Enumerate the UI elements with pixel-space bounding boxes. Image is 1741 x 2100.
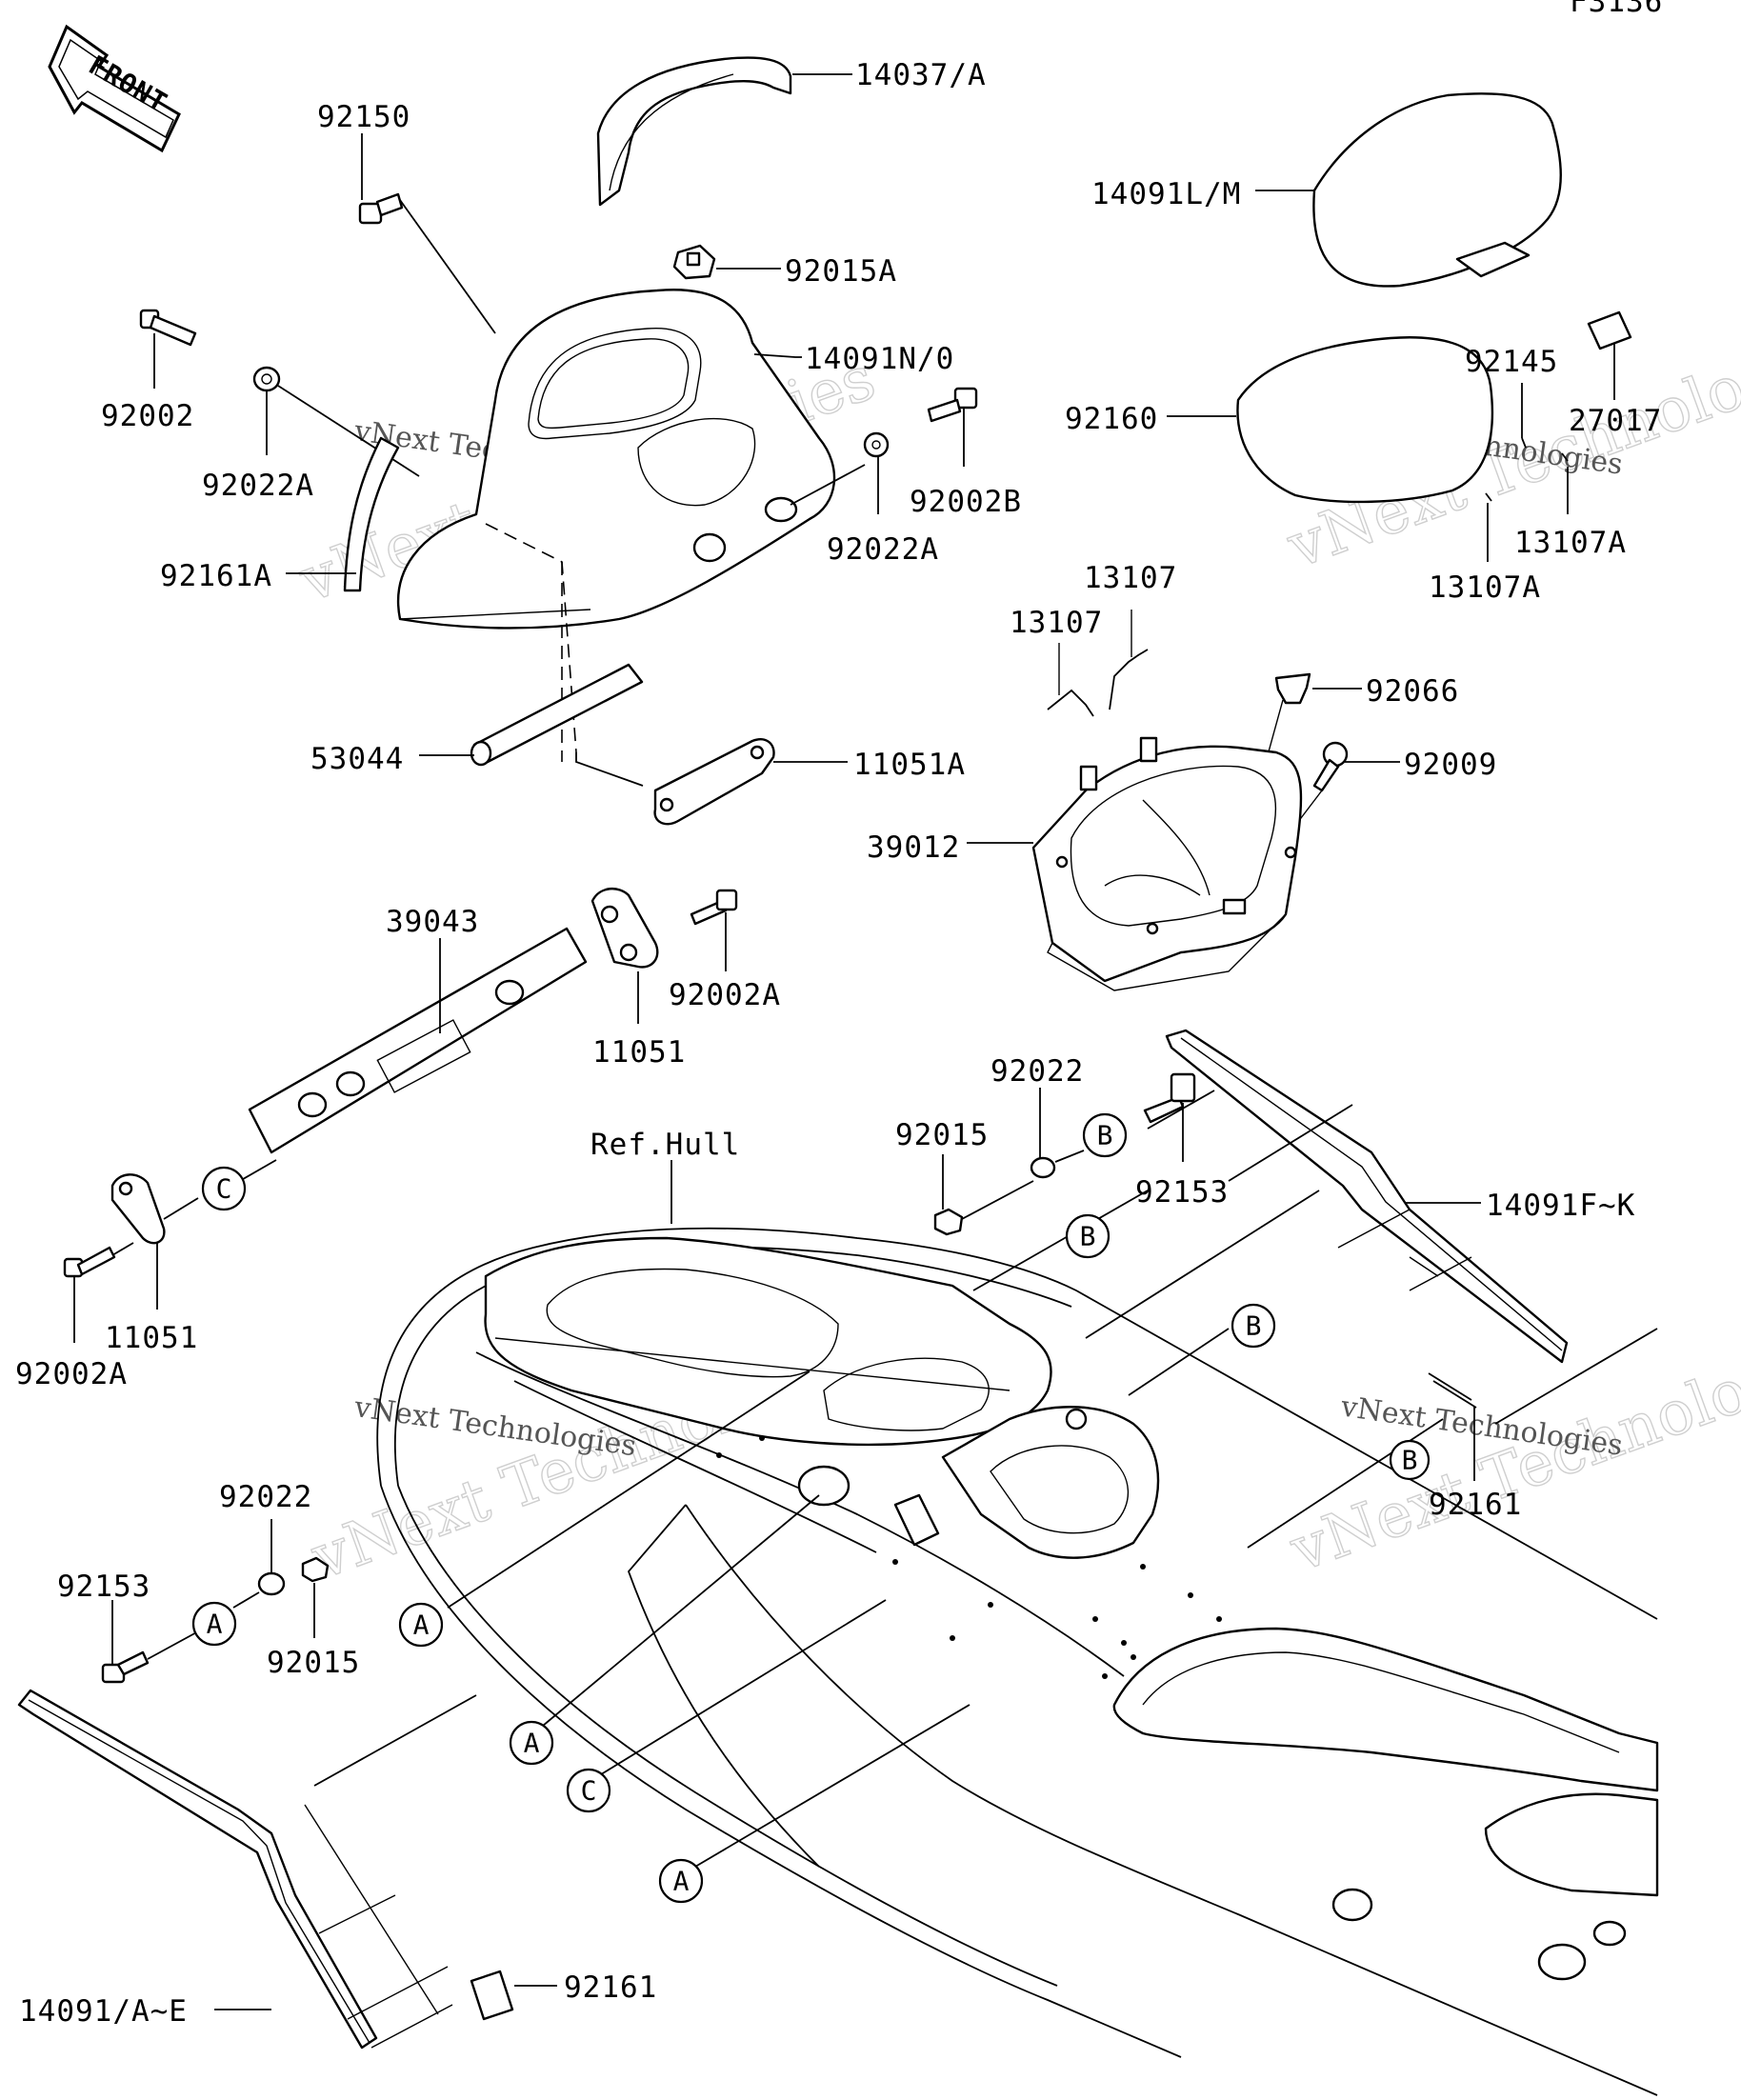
label-92150: 92150 [317, 100, 410, 134]
part-14091lm-cushion [1312, 92, 1562, 288]
part-92002a-bolt-left [63, 1242, 134, 1278]
watermark-4: vNext Technologies [1281, 1312, 1741, 1586]
svg-text:A: A [673, 1866, 690, 1897]
part-11051-plate-left [110, 1173, 199, 1245]
part-92002b-bolt [927, 387, 978, 423]
label-92066: 92066 [1366, 674, 1459, 709]
part-53044-rod [470, 663, 644, 767]
svg-text:A: A [524, 1728, 540, 1759]
part-92002a-bolt-top [690, 889, 738, 926]
leader-lines [73, 73, 1658, 2010]
part-92022-washer-low [232, 1571, 286, 1609]
label-92145: 92145 [1465, 345, 1558, 379]
label-14037a: 14037/A [855, 58, 987, 92]
part-92015-nut-mid [933, 1180, 1034, 1236]
part-92150-bolt [358, 192, 496, 334]
marker-a-hull-1: A [398, 1602, 444, 1648]
label-92022a-left: 92022A [202, 469, 314, 503]
label-53044: 53044 [310, 742, 404, 776]
svg-text:A: A [413, 1610, 430, 1641]
part-14037a-shape [596, 56, 792, 207]
part-14091ae-cover [17, 1689, 453, 2050]
label-13107-b: 13107 [1010, 606, 1103, 640]
svg-text:B: B [1080, 1221, 1096, 1252]
label-11051a: 11051A [853, 748, 966, 782]
label-27017: 27017 [1569, 404, 1662, 438]
label-11051-top: 11051 [592, 1035, 686, 1070]
part-92022-washer-mid [1030, 1150, 1085, 1179]
part-39043-panel [230, 927, 588, 1187]
svg-text:B: B [1097, 1120, 1113, 1151]
marker-a-hull-2: A [509, 1720, 554, 1766]
svg-text:B: B [1402, 1445, 1418, 1476]
label-refhull: Ref.Hull [590, 1128, 740, 1162]
svg-text:C: C [216, 1173, 232, 1205]
label-39012: 39012 [867, 830, 960, 865]
label-92002b: 92002B [910, 485, 1022, 519]
label-13107a-a: 13107A [1514, 526, 1627, 560]
label-92015a: 92015A [785, 254, 897, 289]
marker-b-mid: B [1082, 1112, 1128, 1158]
marker-c-left: C [201, 1166, 247, 1211]
part-92153-bolt-low [101, 1630, 201, 1684]
label-92002: 92002 [101, 399, 194, 433]
diagram-code: F3136 [1570, 0, 1663, 19]
hull-reference [376, 1227, 1659, 2096]
label-92153-mid: 92153 [1135, 1175, 1229, 1210]
part-92015-nut-low [301, 1556, 330, 1583]
part-14091no-console [396, 289, 836, 630]
label-92015-low: 92015 [267, 1646, 360, 1680]
part-92160-pad [1236, 336, 1494, 504]
part-11051-plate-top [590, 888, 659, 969]
label-92002a-left: 92002A [15, 1357, 128, 1391]
part-92161a-strip [343, 436, 400, 592]
label-92022-low: 92022 [219, 1480, 312, 1514]
part-92022a-washer-right [790, 431, 890, 506]
marker-b-hull-2: B [1231, 1303, 1276, 1349]
part-92015a-clip [672, 244, 716, 280]
part-92161-low [470, 1970, 514, 2021]
part-92022a-washer-left [252, 366, 420, 477]
label-92009: 92009 [1404, 748, 1497, 782]
label-92161a: 92161A [160, 559, 272, 593]
label-92002a-top: 92002A [669, 978, 781, 1012]
label-92015-mid: 92015 [895, 1118, 989, 1152]
part-39012-bin [1031, 736, 1303, 991]
label-13107-a: 13107 [1084, 561, 1177, 595]
marker-a-hull-3: A [658, 1858, 704, 1904]
part-labels: 14037/A 92150 92015A 14091N/0 92002 9202… [15, 58, 1662, 2029]
marker-b-hull-3: B [1389, 1439, 1431, 1481]
label-39043: 39043 [386, 905, 479, 939]
svg-text:A: A [207, 1609, 223, 1640]
part-27017-strip [1587, 310, 1632, 350]
label-92022-mid: 92022 [991, 1054, 1084, 1089]
label-92153-low: 92153 [57, 1570, 150, 1604]
part-pins-small [1485, 437, 1569, 502]
part-92161-right [1428, 1372, 1477, 1409]
label-11051-left: 11051 [105, 1321, 198, 1355]
label-14091no: 14091N/0 [805, 342, 954, 376]
label-92160: 92160 [1065, 402, 1158, 436]
part-92009-screw [1285, 741, 1349, 839]
marker-c-hull: C [566, 1768, 611, 1813]
part-92002-bolt [139, 309, 197, 347]
part-13107-springs [1047, 610, 1149, 717]
front-arrow-icon: FRONT [48, 24, 181, 153]
label-14091fk: 14091F~K [1486, 1189, 1635, 1223]
part-14091fk-cover [1165, 1029, 1569, 1364]
label-13107a-b: 13107A [1429, 570, 1541, 605]
part-11051a-plate [575, 738, 775, 826]
label-92022a-right: 92022A [827, 532, 939, 567]
label-14091ae: 14091/A~E [19, 1994, 188, 2029]
marker-a-low-left: A [191, 1601, 237, 1647]
label-14091lm: 14091L/M [1091, 177, 1241, 211]
label-92161-low: 92161 [564, 1970, 657, 2005]
label-92161-right: 92161 [1429, 1488, 1522, 1522]
marker-b-hull-1: B [1065, 1213, 1111, 1259]
part-92153-bolt-mid [1143, 1072, 1196, 1124]
svg-text:C: C [581, 1775, 597, 1807]
svg-text:B: B [1246, 1310, 1262, 1342]
